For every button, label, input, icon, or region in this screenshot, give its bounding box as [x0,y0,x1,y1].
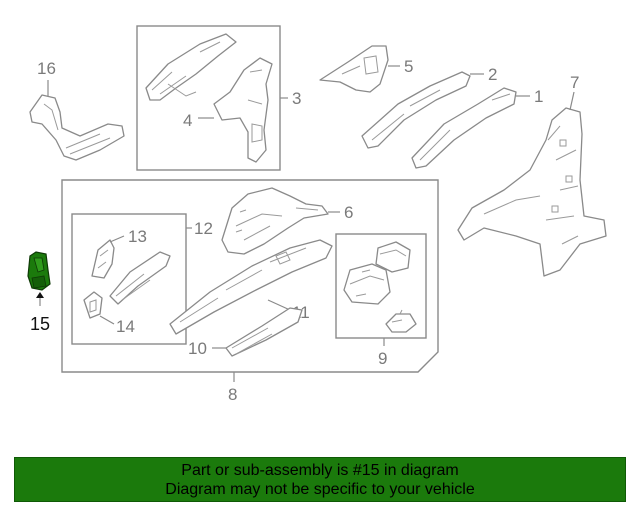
part-6-apron: 6 [221,187,353,255]
vehicle-fit-banner: Part or sub-assembly is #15 in diagram D… [14,457,626,502]
part-3-assembly: 4 3 [145,33,301,163]
part-12-rail [109,251,171,305]
callout-5: 5 [404,57,413,76]
callout-6: 6 [344,203,353,222]
callout-1: 1 [534,87,543,106]
banner-line-1: Part or sub-assembly is #15 in diagram [181,462,459,479]
callout-2: 2 [488,65,497,84]
callout-8: 8 [228,385,237,404]
part-10-rail: 10 [188,307,303,358]
callout-10: 10 [188,339,207,358]
callout-9: 9 [378,349,387,368]
part-1-rail: 1 [411,87,543,169]
callout-4: 4 [183,111,192,130]
callout-13: 13 [128,227,147,246]
part-14-plate: 14 [83,291,135,336]
callout-16: 16 [37,59,56,78]
box-12 [71,213,187,345]
banner-line-2: Diagram may not be specific to your vehi… [165,481,475,498]
part-15-highlighted[interactable]: 15 [27,251,51,334]
part-5-bracket: 5 [319,45,413,93]
box-9 [335,233,427,339]
part-2-reinforcement: 2 [361,65,497,149]
callout-7: 7 [570,73,579,92]
part-11-frame-rail: 11 [169,239,333,335]
callout-15: 15 [30,314,50,334]
box-8 [61,179,439,373]
part-16-rail: 16 [29,59,125,161]
part-13-bracket: 13 [91,227,147,279]
part-9-components [343,241,417,333]
part-7-side-panel: 7 [457,73,607,277]
callout-12: 12 [194,219,213,238]
callout-14: 14 [116,317,135,336]
callout-3: 3 [292,89,301,108]
